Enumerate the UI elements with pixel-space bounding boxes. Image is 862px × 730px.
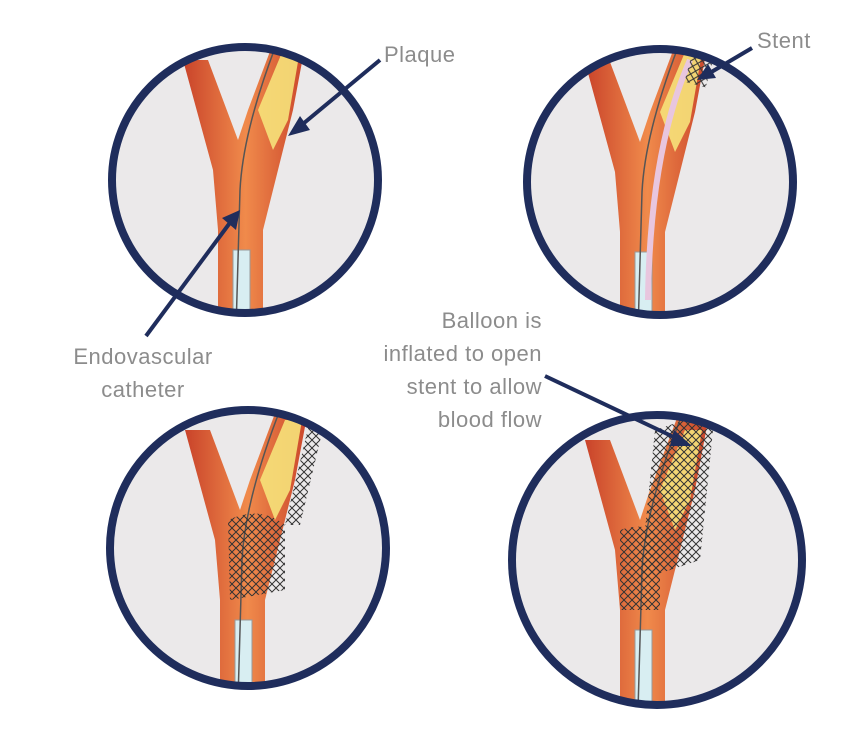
- catheter-arrow: [144, 218, 234, 338]
- balloon-arrow: [544, 374, 681, 442]
- panel-stent-expanded: [508, 411, 806, 709]
- stent-label: Stent: [757, 28, 811, 53]
- plaque-arrow: [296, 58, 382, 130]
- balloon-label-line2: inflated to open: [383, 341, 542, 366]
- stent-arrow: [706, 46, 754, 76]
- balloon-label-line1: Balloon is: [441, 308, 542, 333]
- panel-balloon-inflating: [106, 406, 390, 690]
- balloon-label-line4: blood flow: [437, 407, 542, 432]
- catheter-label: Endovascular catheter: [50, 340, 236, 406]
- plaque-label: Plaque: [384, 42, 456, 67]
- arrows: [144, 46, 754, 446]
- panel-stent-positioned: [523, 45, 797, 319]
- catheter-label-line1: Endovascular: [73, 344, 213, 369]
- panel-catheter-inserted: [108, 43, 382, 317]
- balloon-label: Balloon is inflated to open stent to all…: [330, 304, 542, 436]
- balloon-label-line3: stent to allow: [406, 374, 542, 399]
- catheter-label-line2: catheter: [101, 377, 185, 402]
